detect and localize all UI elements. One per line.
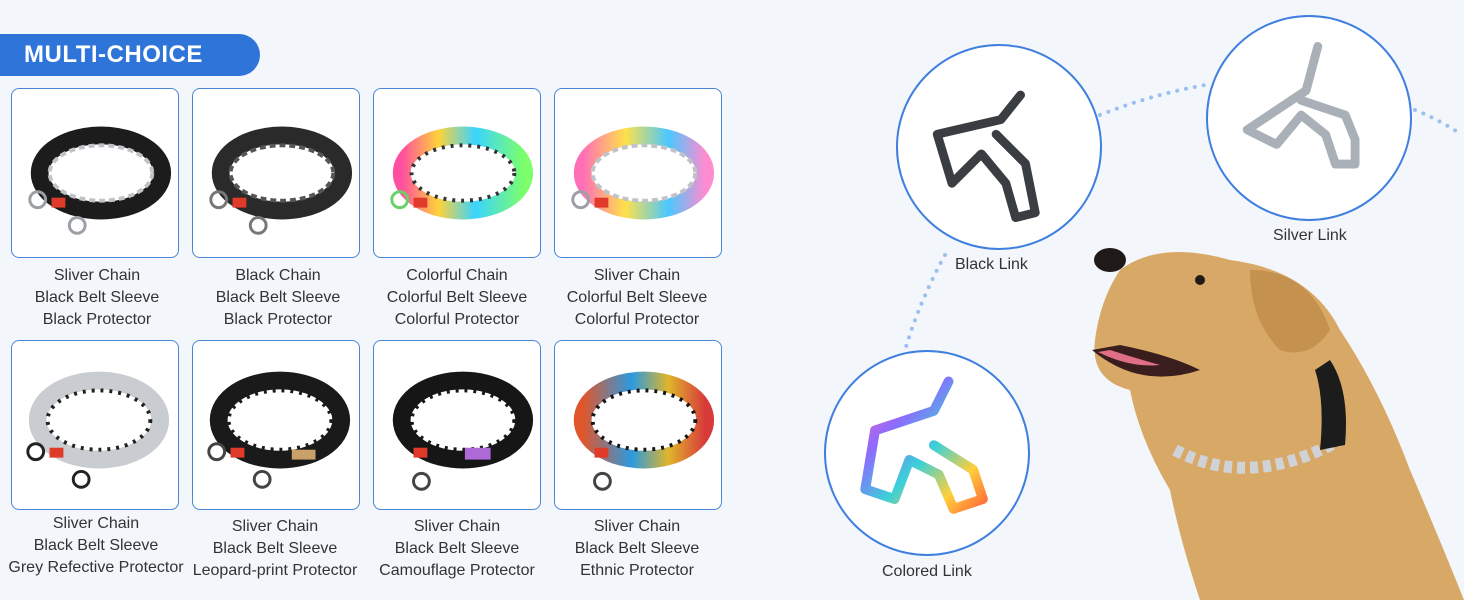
caption-chain: Colorful Chain: [406, 267, 508, 284]
caption-protector: Camouflage Protector: [379, 562, 535, 579]
caption-sleeve: Black Belt Sleeve: [212, 540, 338, 557]
black-link-icon: [932, 90, 1040, 223]
collar-image: [26, 371, 170, 489]
product-card-silver-leopard[interactable]: [192, 340, 360, 510]
product-caption: Black Chain Black Belt Sleeve Black Prot…: [183, 265, 373, 331]
product-card-black-black[interactable]: [192, 88, 360, 258]
black-link-circle[interactable]: [896, 44, 1102, 250]
product-card-silver-ethnic[interactable]: [554, 340, 722, 510]
colored-link-icon: [860, 376, 988, 514]
caption-protector: Colorful Protector: [394, 311, 520, 328]
silver-link-label: Silver Link: [1273, 227, 1347, 244]
collar-image: [573, 371, 715, 491]
product-caption: Sliver Chain Black Belt Sleeve Leopard-p…: [180, 516, 370, 582]
caption-protector: Black Protector: [42, 311, 152, 328]
collar-image: [207, 371, 351, 489]
product-card-silver-camouflage[interactable]: [373, 340, 541, 510]
collar-image: [392, 371, 534, 491]
caption-sleeve: Black Belt Sleeve: [574, 540, 700, 557]
caption-protector: Ethnic Protector: [580, 562, 694, 579]
product-card-colorful-colorful[interactable]: [373, 88, 541, 258]
collar-image: [390, 126, 534, 220]
section-title-banner: MULTI-CHOICE: [0, 34, 260, 76]
caption-chain: Sliver Chain: [593, 267, 681, 284]
caption-chain: Black Chain: [235, 267, 321, 284]
silver-link-circle[interactable]: [1206, 15, 1412, 221]
product-card-silver-black[interactable]: [11, 88, 179, 258]
product-caption: Sliver Chain Colorful Belt Sleeve Colorf…: [542, 265, 732, 331]
collar-image: [209, 126, 353, 235]
product-caption: Sliver Chain Black Belt Sleeve Grey Refe…: [1, 513, 191, 579]
caption-chain: Sliver Chain: [52, 515, 140, 532]
caption-sleeve: Colorful Belt Sleeve: [386, 289, 528, 306]
caption-chain: Sliver Chain: [413, 518, 501, 535]
product-caption: Colorful Chain Colorful Belt Sleeve Colo…: [362, 265, 552, 331]
caption-protector: Grey Refective Protector: [8, 559, 184, 576]
caption-chain: Sliver Chain: [231, 518, 319, 535]
dog-image: [1092, 248, 1464, 600]
caption-protector: Colorful Protector: [574, 311, 700, 328]
colored-link-circle[interactable]: [824, 350, 1030, 556]
product-caption: Sliver Chain Black Belt Sleeve Camouflag…: [362, 516, 552, 582]
collar-image: [571, 126, 715, 220]
caption-sleeve: Black Belt Sleeve: [394, 540, 520, 557]
caption-protector: Leopard-print Protector: [192, 562, 358, 579]
caption-sleeve: Black Belt Sleeve: [215, 289, 341, 306]
caption-sleeve: Black Belt Sleeve: [33, 537, 159, 554]
colored-link-label: Colored Link: [882, 563, 972, 580]
product-card-silver-colorful[interactable]: [554, 88, 722, 258]
silver-link-icon: [1242, 42, 1360, 169]
product-caption: Sliver Chain Black Belt Sleeve Ethnic Pr…: [542, 516, 732, 582]
collar-image: [28, 126, 172, 235]
product-caption: Sliver Chain Black Belt Sleeve Black Pro…: [2, 265, 192, 331]
black-link-label: Black Link: [955, 256, 1028, 273]
caption-sleeve: Colorful Belt Sleeve: [566, 289, 708, 306]
caption-protector: Black Protector: [223, 311, 333, 328]
product-card-silver-grey-reflective[interactable]: [11, 340, 179, 510]
caption-chain: Sliver Chain: [593, 518, 681, 535]
caption-chain: Sliver Chain: [53, 267, 141, 284]
caption-sleeve: Black Belt Sleeve: [34, 289, 160, 306]
